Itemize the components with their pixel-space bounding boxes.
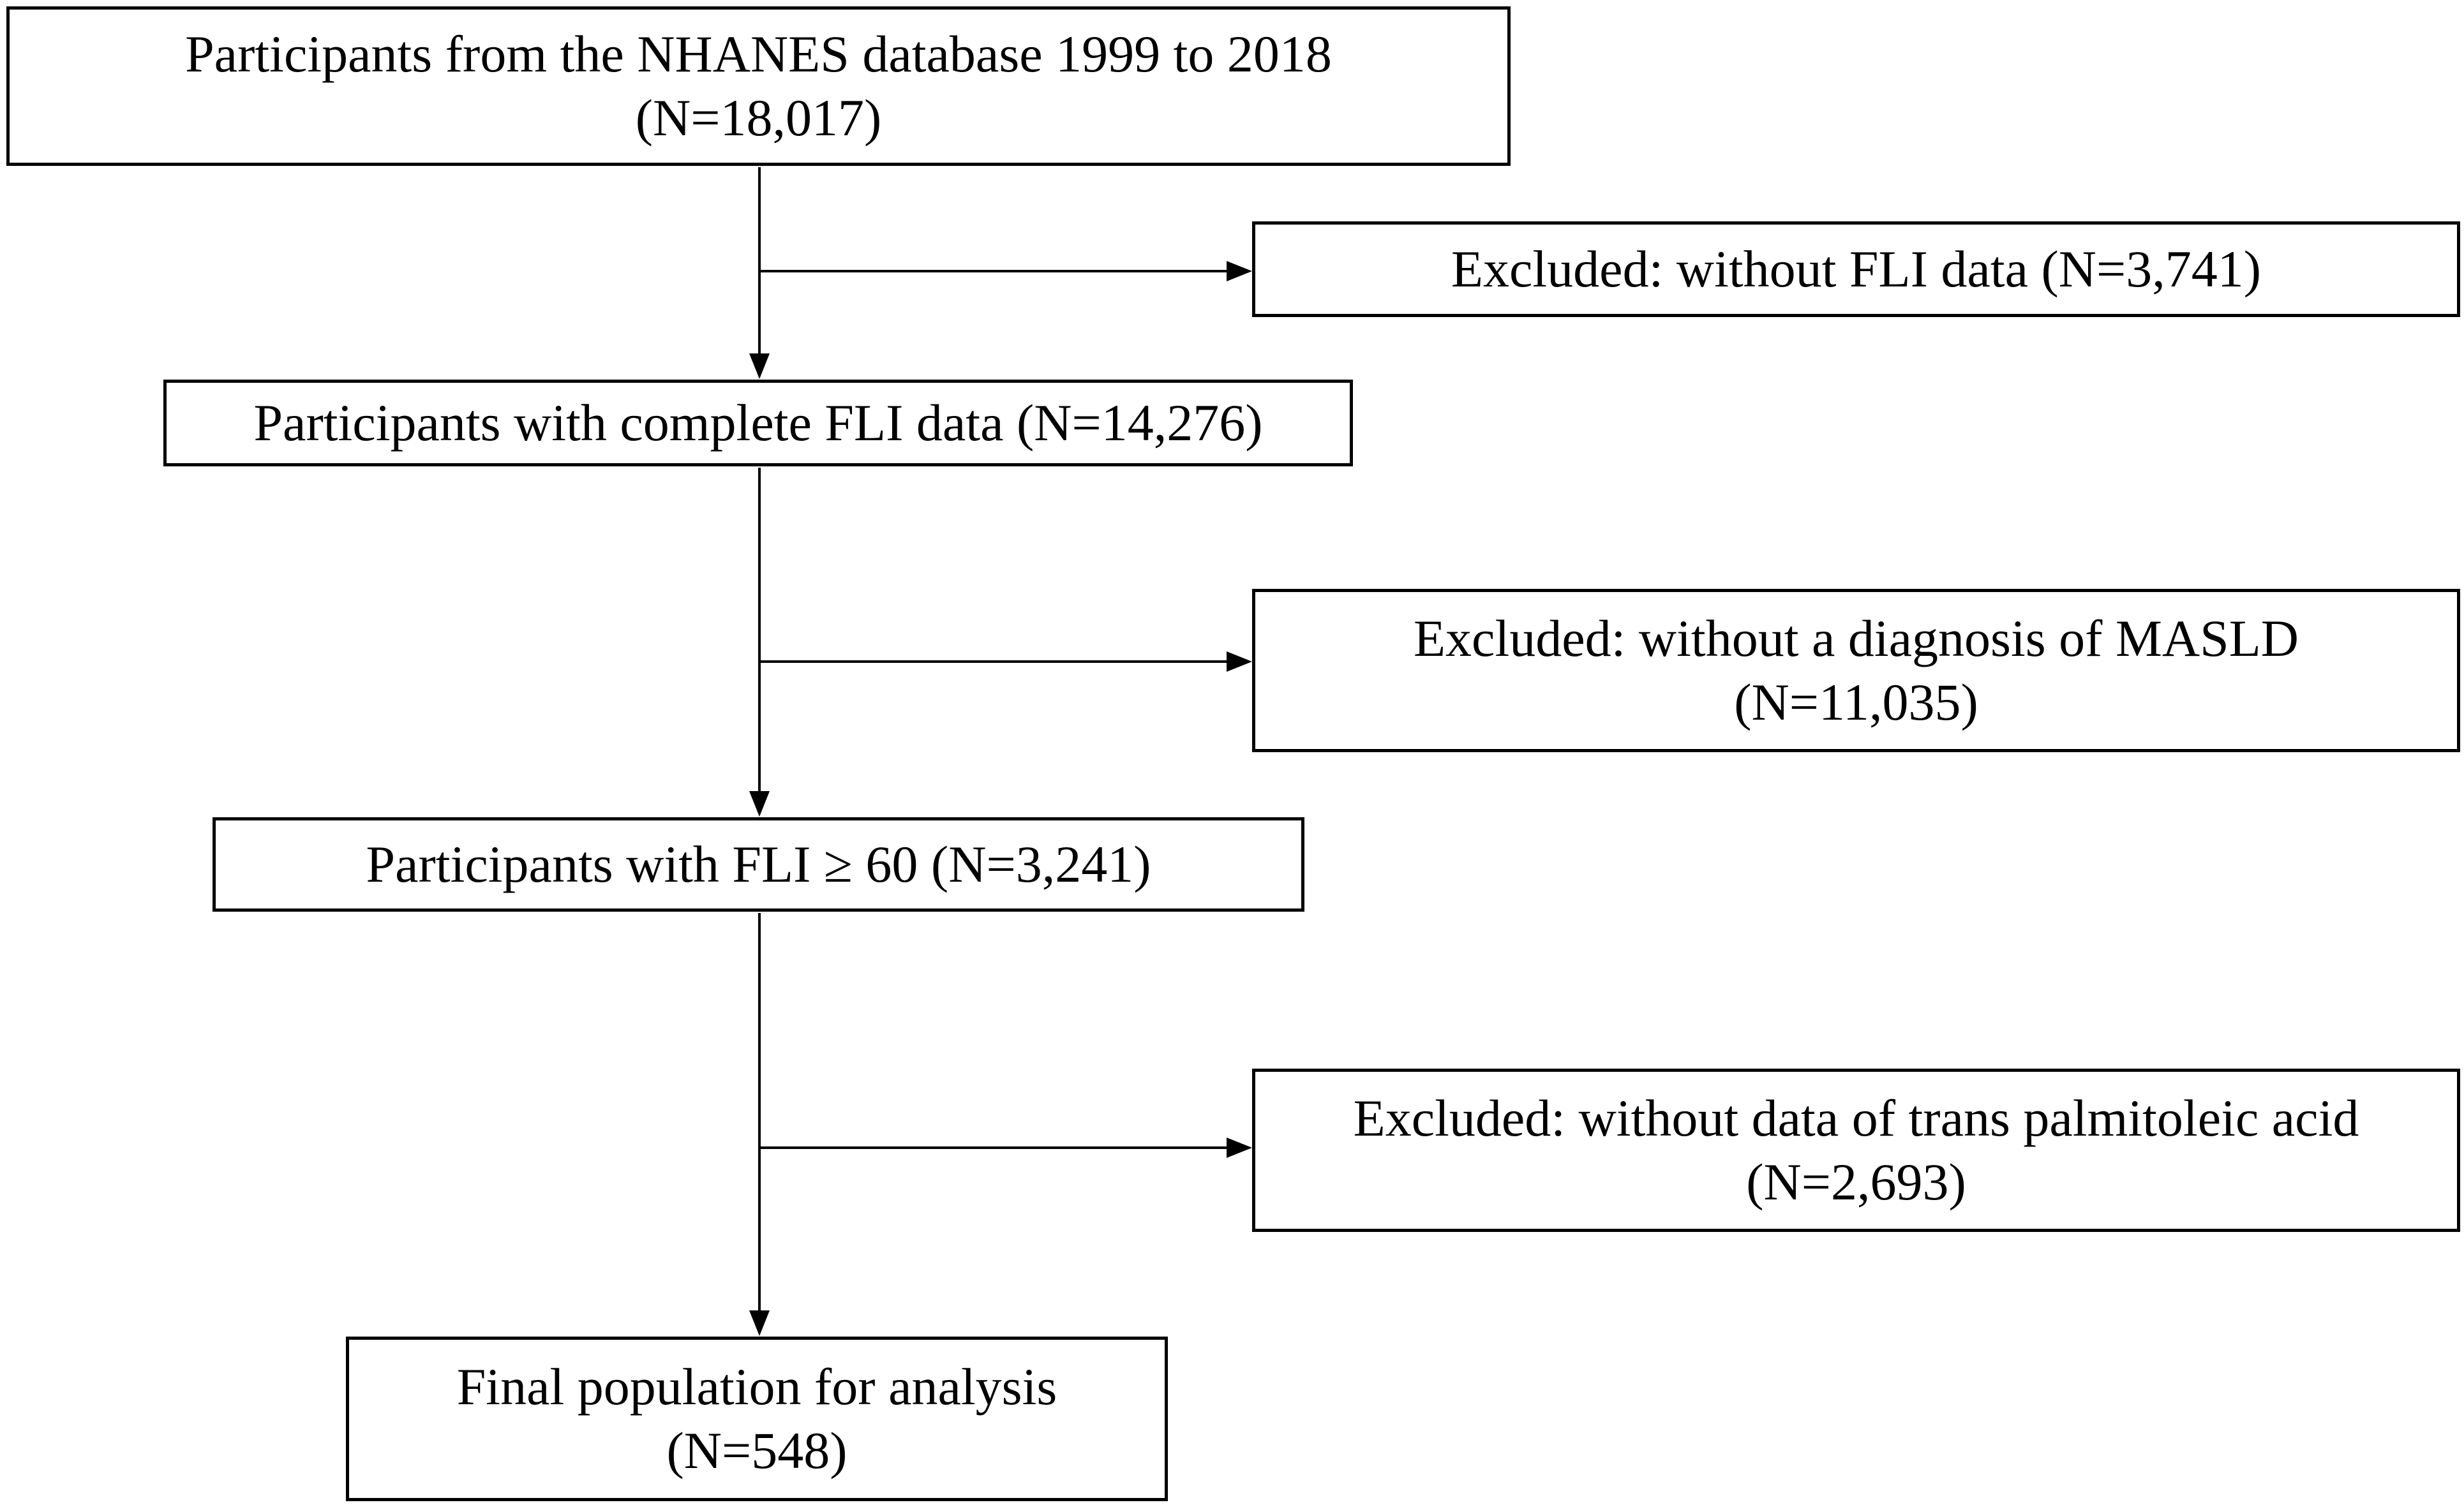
start-box-label: Participants from the NHANES database 19… — [185, 24, 1332, 83]
exclusion-box-2-label: Excluded: without a diagnosis of MASLD — [1413, 609, 2299, 667]
step-2-box-label: Participants with complete FLI data (N=1… — [253, 393, 1263, 452]
step-2-box: Participants with complete FLI data (N=1… — [163, 380, 1353, 466]
exclusion-box-2-count: (N=11,035) — [1734, 673, 1978, 731]
exclusion-box-1-label: Excluded: without FLI data (N=3,741) — [1451, 239, 2262, 298]
start-box-count: (N=18,017) — [635, 89, 882, 147]
exclusion-box-1: Excluded: without FLI data (N=3,741) — [1252, 221, 2460, 317]
start-box: Participants from the NHANES database 19… — [6, 6, 1511, 166]
exclusion-box-3-count: (N=2,693) — [1746, 1153, 1966, 1211]
exclusion-box-2: Excluded: without a diagnosis of MASLD (… — [1252, 589, 2460, 752]
final-box-count: (N=548) — [666, 1421, 847, 1479]
exclusion-box-3-label: Excluded: without data of trans palmitol… — [1353, 1088, 2359, 1147]
step-3-box-label: Participants with FLI ≥ 60 (N=3,241) — [366, 834, 1151, 893]
step-3-box: Participants with FLI ≥ 60 (N=3,241) — [213, 817, 1304, 912]
final-box-label: Final population for analysis — [456, 1357, 1057, 1416]
exclusion-box-3: Excluded: without data of trans palmitol… — [1252, 1069, 2460, 1232]
final-box: Final population for analysis (N=548) — [346, 1337, 1168, 1501]
